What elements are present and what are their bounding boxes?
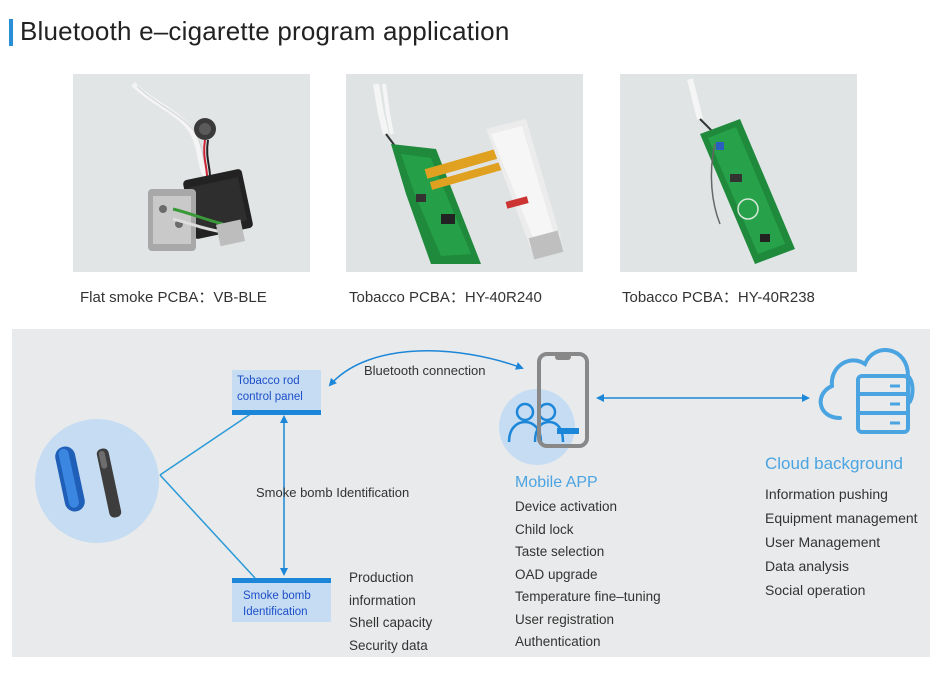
list-item: Authentication: [515, 634, 601, 649]
cloud-server-icon: [818, 348, 915, 434]
smoke-bomb-identification-label: Smoke bomb Identification: [256, 485, 410, 500]
list-item: Taste selection: [515, 544, 605, 559]
smoke-bomb-box: Smoke bomb Identification: [232, 578, 331, 622]
bomb-info-list: Production information Shell capacity Se…: [349, 570, 432, 660]
list-item: Social operation: [765, 582, 866, 598]
product-caption-hy-40r238: Tobacco PCBA：HY-40R238: [622, 289, 815, 306]
list-item: User registration: [515, 611, 615, 627]
e-cigarette-device-icon: [35, 419, 159, 543]
control-panel-bar: [232, 410, 321, 415]
mobile-app-feature-list: Device activation Child lock Taste selec…: [515, 499, 661, 657]
smoke-bomb-bar: [232, 578, 331, 583]
list-item: Equipment management: [765, 510, 918, 526]
list-item: Production: [349, 570, 414, 585]
product-photo-hy-40r238: [620, 74, 857, 272]
product-caption-vb-ble: Flat smoke PCBA：VB-BLE: [80, 289, 267, 306]
product-photo-hy-40r240: [346, 74, 583, 272]
page-title: Bluetooth e–cigarette program applicatio…: [20, 16, 510, 46]
smoke-bomb-line2: Identification: [243, 606, 308, 618]
list-item: Temperature fine–tuning: [515, 589, 661, 604]
bluetooth-connection-label: Bluetooth connection: [364, 363, 486, 378]
list-item: Device activation: [515, 499, 618, 514]
control-panel-line2: control panel: [237, 391, 303, 403]
list-item: Security data: [349, 637, 428, 653]
title-accent-bar: [9, 19, 13, 46]
cloud-background-title: Cloud background: [765, 454, 903, 473]
mobile-phone-icon: [499, 352, 589, 465]
list-item: Child lock: [515, 521, 574, 537]
list-item: User Management: [765, 534, 881, 550]
control-panel-box: Tobacco rod control panel: [232, 370, 321, 415]
product-photo-vb-ble: [73, 74, 310, 272]
list-item: OAD upgrade: [515, 566, 598, 582]
mobile-app-title: Mobile APP: [515, 474, 598, 491]
cloud-feature-list: Information pushing Equipment management…: [765, 486, 918, 606]
list-item: information: [349, 592, 416, 608]
product-caption-hy-40r240: Tobacco PCBA：HY-40R240: [349, 289, 542, 306]
smoke-bomb-line1: Smoke bomb: [243, 590, 311, 602]
list-item: Data analysis: [765, 558, 850, 574]
list-item: Shell capacity: [349, 615, 433, 630]
list-item: Information pushing: [765, 486, 888, 502]
control-panel-line1: Tobacco rod: [237, 375, 300, 387]
